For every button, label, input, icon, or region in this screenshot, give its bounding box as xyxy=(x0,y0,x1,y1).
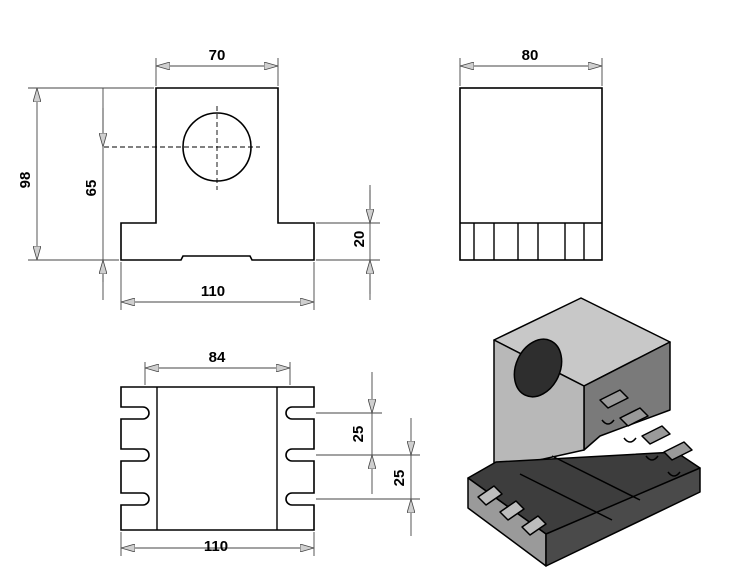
dim-label-inner-width: 84 xyxy=(209,349,226,366)
dim-label-side-width: 80 xyxy=(522,47,539,64)
dim-label-hole-center: 65 xyxy=(83,180,100,197)
side-view: 80 xyxy=(459,47,603,261)
dim-label-slot-pitch-2: 25 xyxy=(391,470,408,487)
side-view-outline xyxy=(459,87,603,261)
dim-label-total-height: 98 xyxy=(17,172,34,189)
front-view: 70 98 65 20 110 xyxy=(17,47,380,310)
dim-label-base-width: 110 xyxy=(201,283,225,300)
dim-label-base-height: 20 xyxy=(351,231,368,248)
dim-label-top-total-width: 110 xyxy=(204,538,228,555)
dim-label-top-width: 70 xyxy=(209,47,226,64)
dim-label-slot-pitch-1: 25 xyxy=(350,426,367,443)
iso-base-right xyxy=(545,467,701,567)
top-view-outline xyxy=(120,386,315,531)
top-view: 84 25 25 110 xyxy=(120,349,420,556)
iso-hole xyxy=(513,338,563,398)
isometric-view xyxy=(467,297,701,567)
